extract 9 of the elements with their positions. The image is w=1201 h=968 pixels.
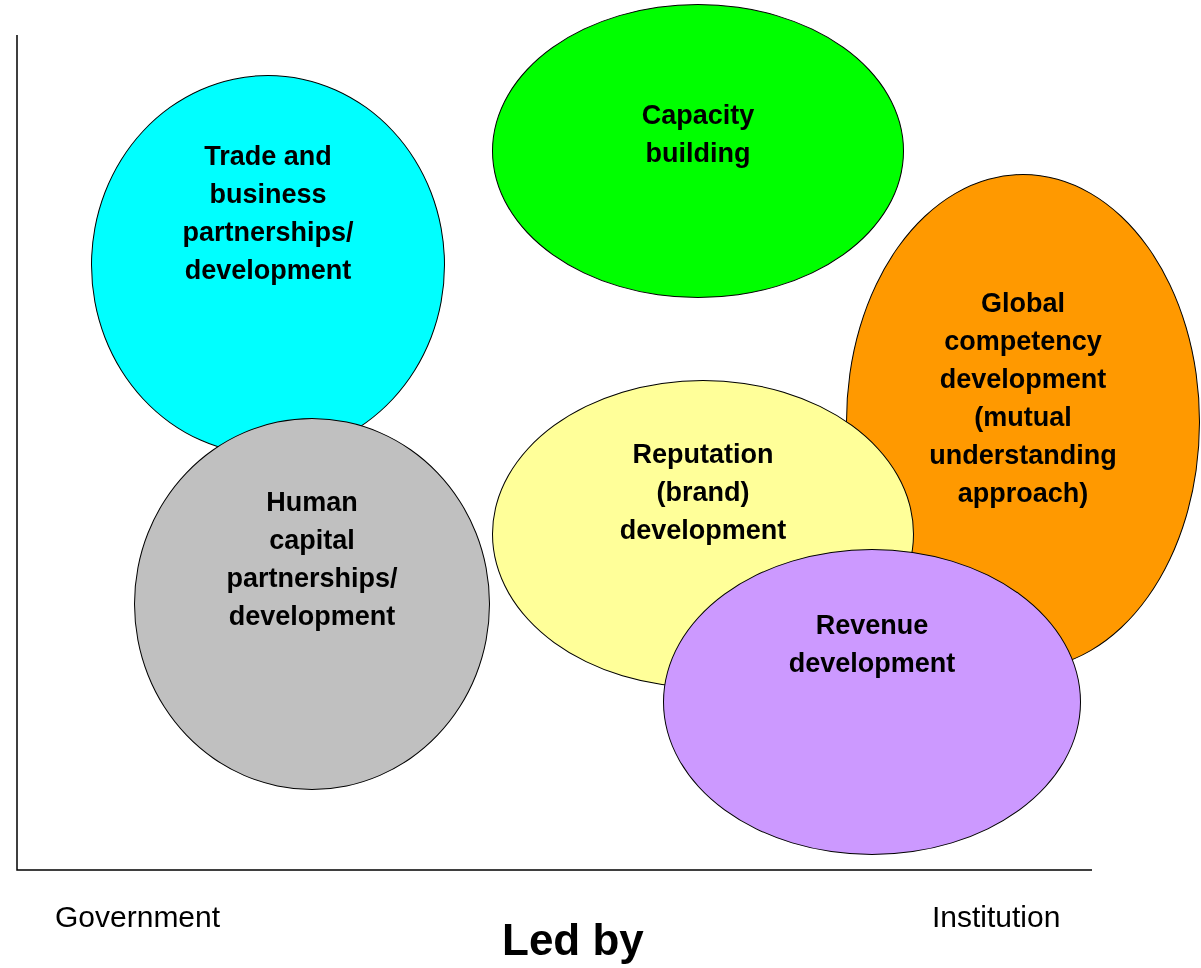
bubble-label: Reputation (brand) development [619,438,787,547]
bubble-label: Revenue development [788,609,956,680]
axis-title: Led by [502,915,644,965]
bubble-label: Capacity building [641,99,755,170]
axis-end-label: Government [55,900,221,934]
axis-end-label: Institution [932,900,1061,934]
bubble-label: Global competency development (mutual understanding approach) [929,287,1117,510]
bubble-label: Human capital partnerships/ development [226,486,398,633]
bubble-label: Trade and business partnerships/ development [182,140,354,287]
